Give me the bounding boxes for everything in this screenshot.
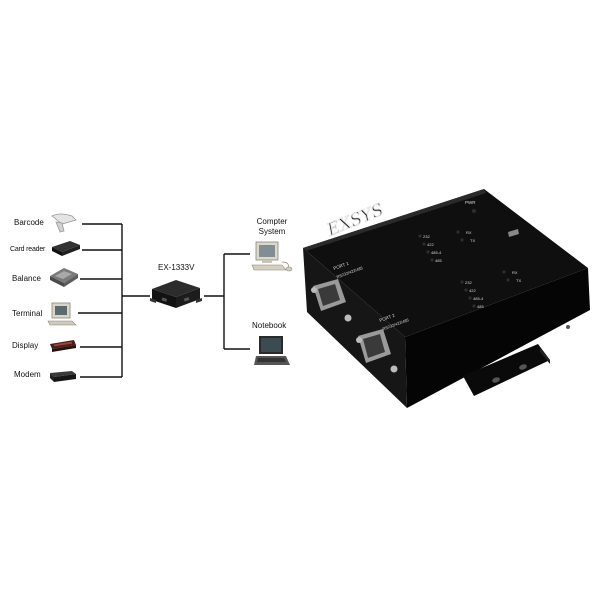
port1-title: PORT 1 — [333, 261, 350, 271]
barcode-scanner-icon — [51, 213, 77, 233]
enclosure-front-right — [405, 268, 590, 408]
device-label-computer-line2: System — [258, 227, 286, 236]
pwr-label: PWR — [465, 200, 476, 205]
led-indicators — [418, 209, 510, 308]
device-label-balance: Balance — [12, 274, 41, 283]
db9-port-1 — [311, 279, 352, 322]
ex-1333v-device-icon — [150, 280, 202, 308]
hub-label: EX-1333V — [158, 263, 195, 272]
port1-led-485-4: 485-4 — [431, 250, 442, 255]
modem-icon — [50, 371, 76, 382]
usb-port-icon — [508, 229, 519, 237]
device-label-computer-line1: Compter — [256, 217, 288, 226]
notebook-icon — [254, 336, 290, 365]
port1-rx: RX — [466, 230, 472, 235]
port2-led-485: 485 — [477, 304, 484, 309]
terminal-icon — [47, 302, 77, 326]
port1-led-485: 485 — [435, 258, 442, 263]
device-label-modem: Modem — [14, 370, 41, 379]
card-reader-icon — [52, 241, 80, 256]
port1-led-422: 422 — [427, 242, 434, 247]
port2-rx: RX — [512, 270, 518, 275]
db9-port-2 — [356, 329, 398, 373]
port2-led-232: 232 — [465, 280, 472, 285]
device-label-card-reader: Card reader — [10, 246, 46, 253]
port2-led-485-4: 485-4 — [473, 296, 484, 301]
display-icon — [50, 340, 76, 352]
computer-system-icon — [251, 241, 293, 272]
port1-led-232: 232 — [423, 234, 430, 239]
port1-tx: TX — [470, 238, 475, 243]
balance-icon — [50, 268, 78, 287]
device-label-terminal: Terminal — [12, 309, 43, 318]
port2-tx: TX — [516, 278, 521, 283]
port2-led-422: 422 — [469, 288, 476, 293]
device-label-display: Display — [12, 341, 39, 350]
device-label-notebook: Notebook — [252, 321, 287, 330]
device-label-barcode: Barcode — [14, 218, 44, 227]
mounting-bracket — [463, 344, 550, 396]
screw-icon — [566, 325, 570, 329]
port2-title: PORT 2 — [379, 313, 396, 323]
